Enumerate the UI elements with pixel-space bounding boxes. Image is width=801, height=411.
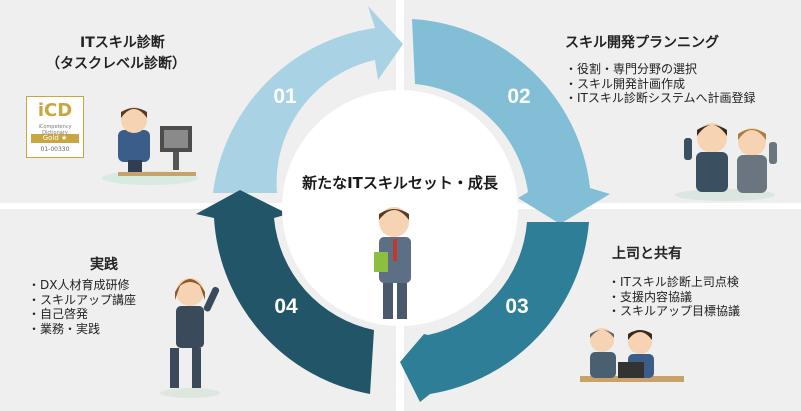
badge-number: 01-00330 — [40, 146, 70, 153]
center-circle — [282, 90, 518, 326]
list-item: ・業務・実践 — [28, 321, 101, 336]
illustration-meeting — [580, 328, 684, 382]
segment-04 — [196, 190, 374, 394]
icd-logo-icon: iCD — [37, 100, 73, 121]
list-item: ・DX人材育成研修 — [28, 278, 130, 292]
segment-01 — [213, 6, 403, 193]
list-item: ・役割・専門分野の選択 — [565, 62, 698, 76]
center-label: 新たなITスキルセット・成長 — [302, 174, 498, 192]
badge-level: Gold ★ — [31, 134, 79, 143]
step-04-list: ・DX人材育成研修 ・スキルアップ講座 ・自己啓発 ・業務・実践 — [28, 278, 136, 336]
step-number-04: 04 — [274, 295, 298, 318]
step-03-list: ・ITスキル診断上司点検 ・支援内容協議 ・スキルアップ目標協議 — [608, 275, 740, 319]
list-item: ・スキル開発計画作成 — [565, 76, 686, 91]
list-item: ・ITスキル診断上司点検 — [608, 275, 739, 289]
step-number-01: 01 — [273, 85, 297, 108]
step-number-02: 02 — [507, 85, 530, 108]
step-01-title-line-2: （タスクレベル診断） — [46, 56, 186, 72]
illustration-woman-cheering — [160, 278, 220, 398]
step-01-title-line-1: ITスキル診断 — [80, 35, 165, 51]
icd-gold-badge: iCD iCompetency Dictionary Gold ★ 01-003… — [26, 96, 84, 158]
list-item: ・自己啓発 — [28, 307, 89, 321]
list-item: ・ITスキル診断システムへ計画登録 — [565, 91, 756, 105]
illustration-desk-worker — [102, 107, 198, 185]
step-number-03: 03 — [505, 295, 528, 318]
segment-03 — [400, 222, 589, 402]
step-02-title: スキル開発プランニング — [565, 35, 719, 51]
list-item: ・支援内容協議 — [608, 289, 693, 304]
illustration-center-person — [374, 207, 411, 319]
step-04-title: 実践 — [90, 257, 118, 273]
list-item: ・スキルアップ講座 — [28, 292, 137, 307]
list-item: ・スキルアップ目標協議 — [608, 304, 741, 318]
step-03-title: 上司と共有 — [612, 246, 682, 262]
illustration-cheering-pair — [675, 123, 777, 201]
badge-subtitle: iCompetency Dictionary — [38, 124, 72, 136]
segment-02 — [412, 19, 610, 224]
step-02-list: ・役割・専門分野の選択 ・スキル開発計画作成 ・ITスキル診断システムへ計画登録 — [565, 62, 756, 106]
